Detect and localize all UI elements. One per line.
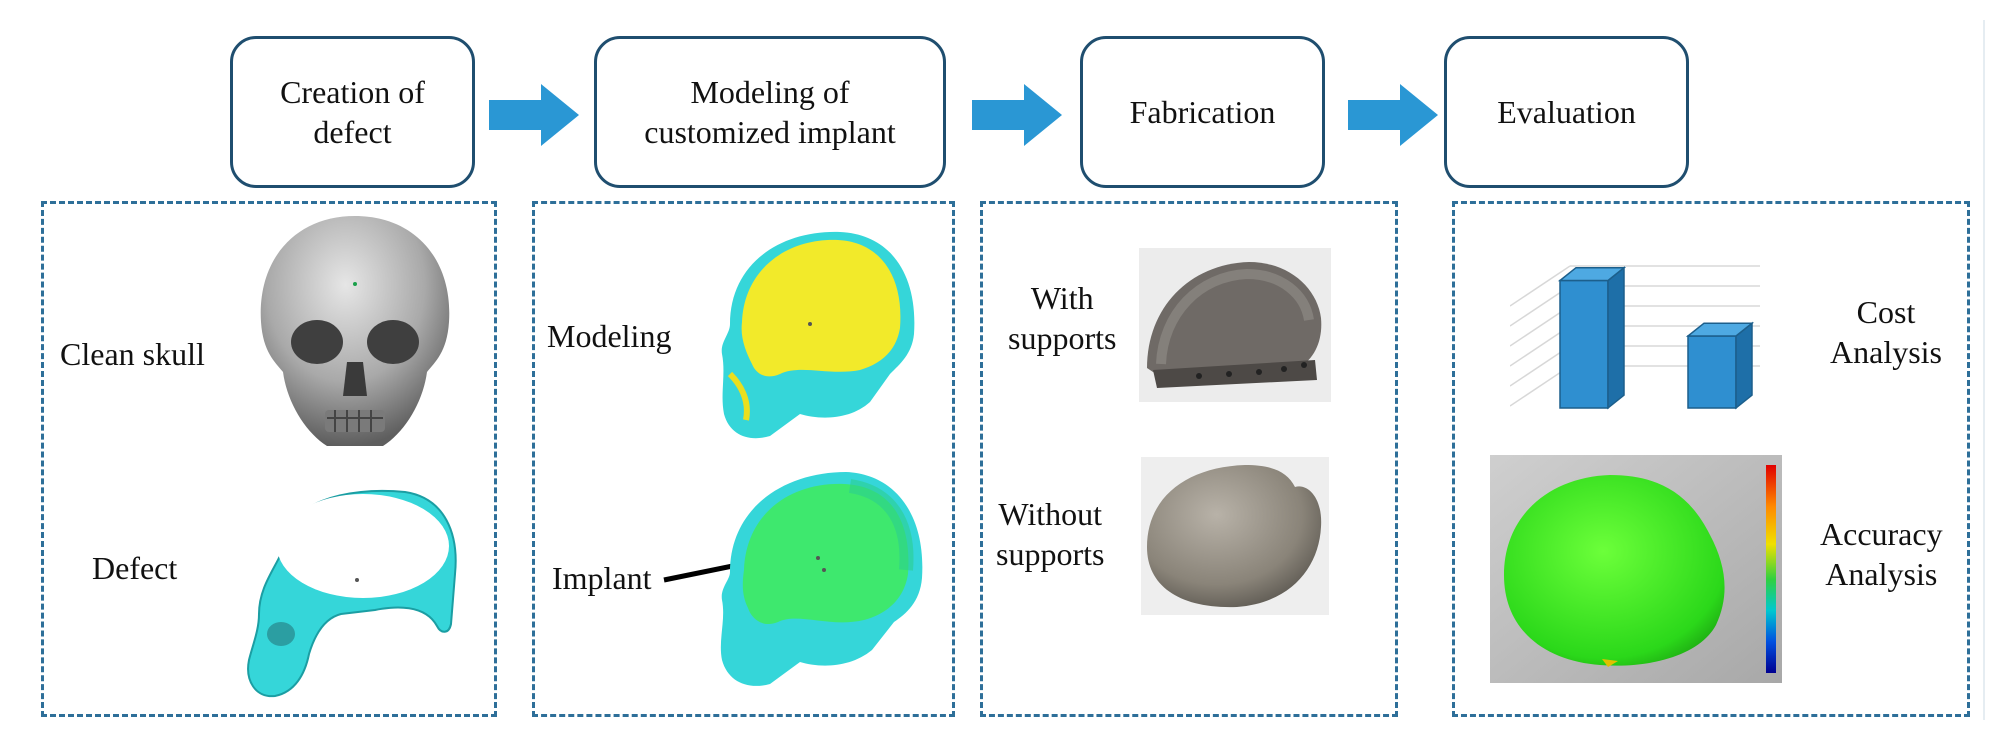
step-label: Evaluation bbox=[1497, 94, 1636, 130]
step-creation-of-defect: Creation of defect bbox=[230, 36, 475, 188]
with-supports-label: With supports bbox=[1008, 278, 1116, 358]
panel-creation-of-defect bbox=[41, 201, 497, 717]
with-supports-line2: supports bbox=[1008, 320, 1117, 356]
cost-analysis-label: Cost Analysis bbox=[1830, 292, 1942, 372]
implant-without-supports-photo bbox=[1141, 457, 1329, 615]
without-supports-label: Without supports bbox=[996, 494, 1104, 574]
clean-skull-label: Clean skull bbox=[60, 336, 205, 372]
cost-bar-chart bbox=[1510, 265, 1760, 410]
without-supports-line1: Without bbox=[998, 496, 1103, 532]
panel-modeling bbox=[532, 201, 955, 717]
right-arrow-icon bbox=[972, 84, 1062, 146]
implant-skull-image bbox=[720, 472, 923, 686]
step-label-line2: customized implant bbox=[644, 114, 896, 150]
step-fabrication: Fabrication bbox=[1080, 36, 1325, 188]
modeling-label: Modeling bbox=[547, 318, 672, 354]
cost-bar bbox=[1557, 266, 1627, 410]
step-modeling-customized-implant: Modeling of customized implant bbox=[594, 36, 946, 188]
without-supports-line2: supports bbox=[996, 536, 1105, 572]
panel-fabrication bbox=[980, 201, 1398, 717]
right-arrow-icon bbox=[1348, 84, 1438, 146]
cost-line1: Cost bbox=[1856, 294, 1916, 330]
modeling-skull-image bbox=[721, 231, 915, 439]
implant-label: Implant bbox=[552, 560, 652, 596]
defect-label: Defect bbox=[92, 550, 178, 586]
cost-bar bbox=[1685, 321, 1755, 410]
cost-line2: Analysis bbox=[1830, 334, 1942, 370]
step-label-line2: defect bbox=[313, 114, 392, 150]
right-edge-line bbox=[1983, 20, 1985, 720]
accuracy-heatmap-image bbox=[1490, 455, 1782, 683]
step-label-line1: Modeling of bbox=[690, 74, 850, 110]
implant-with-supports-photo bbox=[1139, 248, 1331, 402]
accuracy-line1: Accuracy bbox=[1820, 516, 1943, 552]
accuracy-analysis-label: Accuracy Analysis bbox=[1820, 514, 1943, 594]
with-supports-line1: With bbox=[1030, 280, 1094, 316]
step-label: Fabrication bbox=[1129, 94, 1276, 130]
clean-skull-image bbox=[260, 216, 450, 446]
panel-evaluation bbox=[1452, 201, 1970, 717]
accuracy-line2: Analysis bbox=[1825, 556, 1938, 592]
step-label-line1: Creation of bbox=[280, 74, 425, 110]
step-evaluation: Evaluation bbox=[1444, 36, 1689, 188]
defect-skull-image bbox=[247, 489, 457, 698]
right-arrow-icon bbox=[489, 84, 579, 146]
